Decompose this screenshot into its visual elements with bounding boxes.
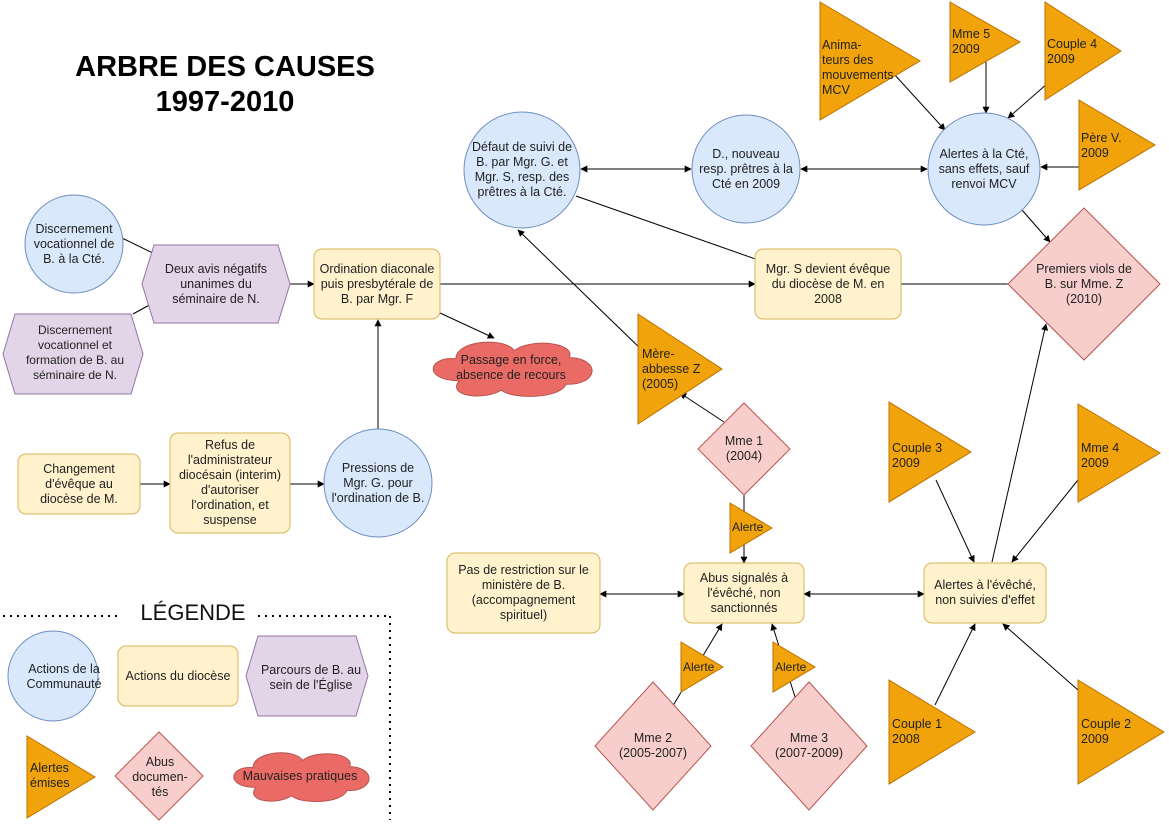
shape-couple2 (1077, 679, 1165, 785)
node-animateurs: Anima- teurs des mouvements MCV (822, 38, 894, 97)
node-alertes-cte: Alertes à la Cté, sans effets, sauf renv… (938, 146, 1030, 191)
edge-cte-viols (1021, 209, 1051, 243)
legend-abus-label: Abus documen-tés (132, 754, 188, 799)
legend-diocese-label: Actions du diocèse (125, 668, 231, 683)
shape-defaut-suivi (463, 111, 581, 229)
page-title: ARBRE DES CAUSES 1997-2010 (40, 50, 410, 120)
shape-mme2 (594, 681, 712, 811)
shape-mme5 (949, 1, 1022, 83)
shape-changement-eveque (17, 453, 141, 515)
node-couple3: Couple 3 2009 (892, 441, 943, 470)
node-pere-v: Père V. 2009 (1081, 131, 1122, 160)
shape-animateurs (819, 1, 921, 121)
legend-communaute-label: Actions de la Communauté (26, 662, 102, 691)
node-alerte-1: Alerte (732, 519, 764, 534)
node-refus-admin: Refus de l'administrateur diocésain (int… (178, 438, 282, 527)
legend-pratiques-shape (233, 752, 370, 802)
shape-refus-admin (169, 432, 291, 534)
node-defaut-suivi: Défaut de suivi de B. par Mgr. G. et Mgr… (471, 140, 573, 199)
edge-mere-defaut (517, 229, 645, 353)
edge-defaut-mgrs (575, 195, 765, 264)
title-line-1: ARBRE DES CAUSES (75, 51, 375, 83)
shape-alerte-1 (729, 502, 773, 554)
edge-couple3-eveche (935, 479, 975, 563)
shape-pressions (323, 428, 433, 538)
node-couple1: Couple 1 2008 (892, 717, 943, 746)
shape-discernement-seminaire (2, 313, 144, 395)
shape-couple4 (1044, 1, 1122, 101)
shape-discernement-cte (24, 194, 124, 294)
legend-pratiques-label: Mauvaises pratiques (242, 768, 358, 783)
shape-ordination (313, 248, 441, 320)
shape-mere-abbesse (637, 313, 723, 425)
node-pressions: Pressions de Mgr. G. pour l'ordination d… (331, 460, 425, 505)
node-ordination: Ordination diaconale puis presbytérale d… (319, 261, 435, 306)
shape-pere-v (1078, 99, 1156, 191)
edge-ordination-passage (439, 312, 495, 339)
shape-couple3 (888, 401, 972, 503)
edge-eveche-viols (991, 323, 1049, 563)
node-mgr-s: Mgr. S devient évêque du diocèse de M. e… (765, 261, 891, 306)
shape-premiers-viols (1007, 207, 1161, 361)
node-pas-restriction: Pas de restriction sur le ministère de B… (458, 563, 589, 622)
edge-couple2-eveche (1002, 623, 1079, 691)
node-premiers-viols: Premiers viols de B. sur Mme. Z (2010) (1036, 261, 1132, 306)
shape-couple1 (888, 679, 976, 785)
connector-lines (121, 58, 1079, 715)
node-mme2: Mme 2 (2005-2007) (618, 731, 688, 760)
edge-couple1-eveche (934, 623, 976, 706)
shape-mme1 (697, 402, 791, 496)
legend-parcours-label: Parcours de B. au sein de l'Église (260, 663, 362, 692)
shape-alertes-cte (927, 112, 1041, 226)
node-mme3: Mme 3 (2007-2009) (774, 731, 844, 760)
node-alertes-eveche: Alertes à l'évêché, non suivies d'effet (934, 578, 1036, 607)
shape-mme4 (1077, 403, 1161, 503)
edge-mme4-eveche (1011, 479, 1079, 563)
legend-alertes-label: Alertes émises (30, 761, 70, 790)
shape-alerte-3 (772, 641, 816, 693)
node-alerte-2: Alerte (683, 659, 715, 674)
legend-frame (3, 615, 391, 820)
edge-mme1-mere (679, 392, 725, 423)
node-couple4: Couple 4 2009 (1047, 37, 1098, 66)
shape-nouveau-resp (691, 114, 801, 224)
node-mme1: Mme 1 (2004) (724, 434, 764, 463)
shape-alertes-eveche (923, 562, 1047, 624)
legend-alertes-shape (26, 735, 96, 819)
legend-communaute-shape (7, 630, 99, 722)
node-changement-eveque: Changement d'évêque au diocèse de M. (40, 461, 118, 506)
node-alerte-3: Alerte (775, 659, 807, 674)
title-line-2: 1997-2010 (155, 86, 295, 118)
shape-deux-avis (141, 244, 291, 324)
node-abus-signales: Abus signalés à l'évêché, non sanctionné… (699, 570, 789, 615)
shape-pas-restriction (446, 552, 601, 634)
node-couple2: Couple 2 2009 (1081, 717, 1132, 746)
legend-abus-shape (114, 731, 204, 821)
node-deux-avis: Deux avis négatifs unanimes du séminaire… (164, 261, 268, 306)
legend-title: LÉGENDE (140, 600, 246, 625)
node-mme5: Mme 5 2009 (952, 27, 991, 56)
shape-alerte-2 (680, 641, 724, 693)
node-discernement-cte: Discernement vocationnel de B. à la Cté. (33, 221, 115, 266)
node-nouveau-resp: D., nouveau resp. prêtres à la Cté en 20… (699, 146, 793, 191)
node-discernement-seminaire: Discernement vocationnel et formation de… (25, 323, 125, 382)
node-mme4: Mme 4 2009 (1081, 441, 1120, 470)
edge-animateurs-cte (893, 73, 946, 131)
shape-passage-force (432, 341, 593, 397)
node-passage-force: Passage en force, absence de recours (456, 353, 566, 382)
legend-diocese-shape (117, 645, 239, 707)
shape-mgr-s (754, 248, 902, 320)
shape-mme3 (750, 681, 868, 811)
shape-abus-signales (683, 562, 805, 624)
node-mere-abbesse: Mère- abbesse Z (2005) (642, 346, 701, 391)
legend-parcours-shape (245, 635, 369, 717)
